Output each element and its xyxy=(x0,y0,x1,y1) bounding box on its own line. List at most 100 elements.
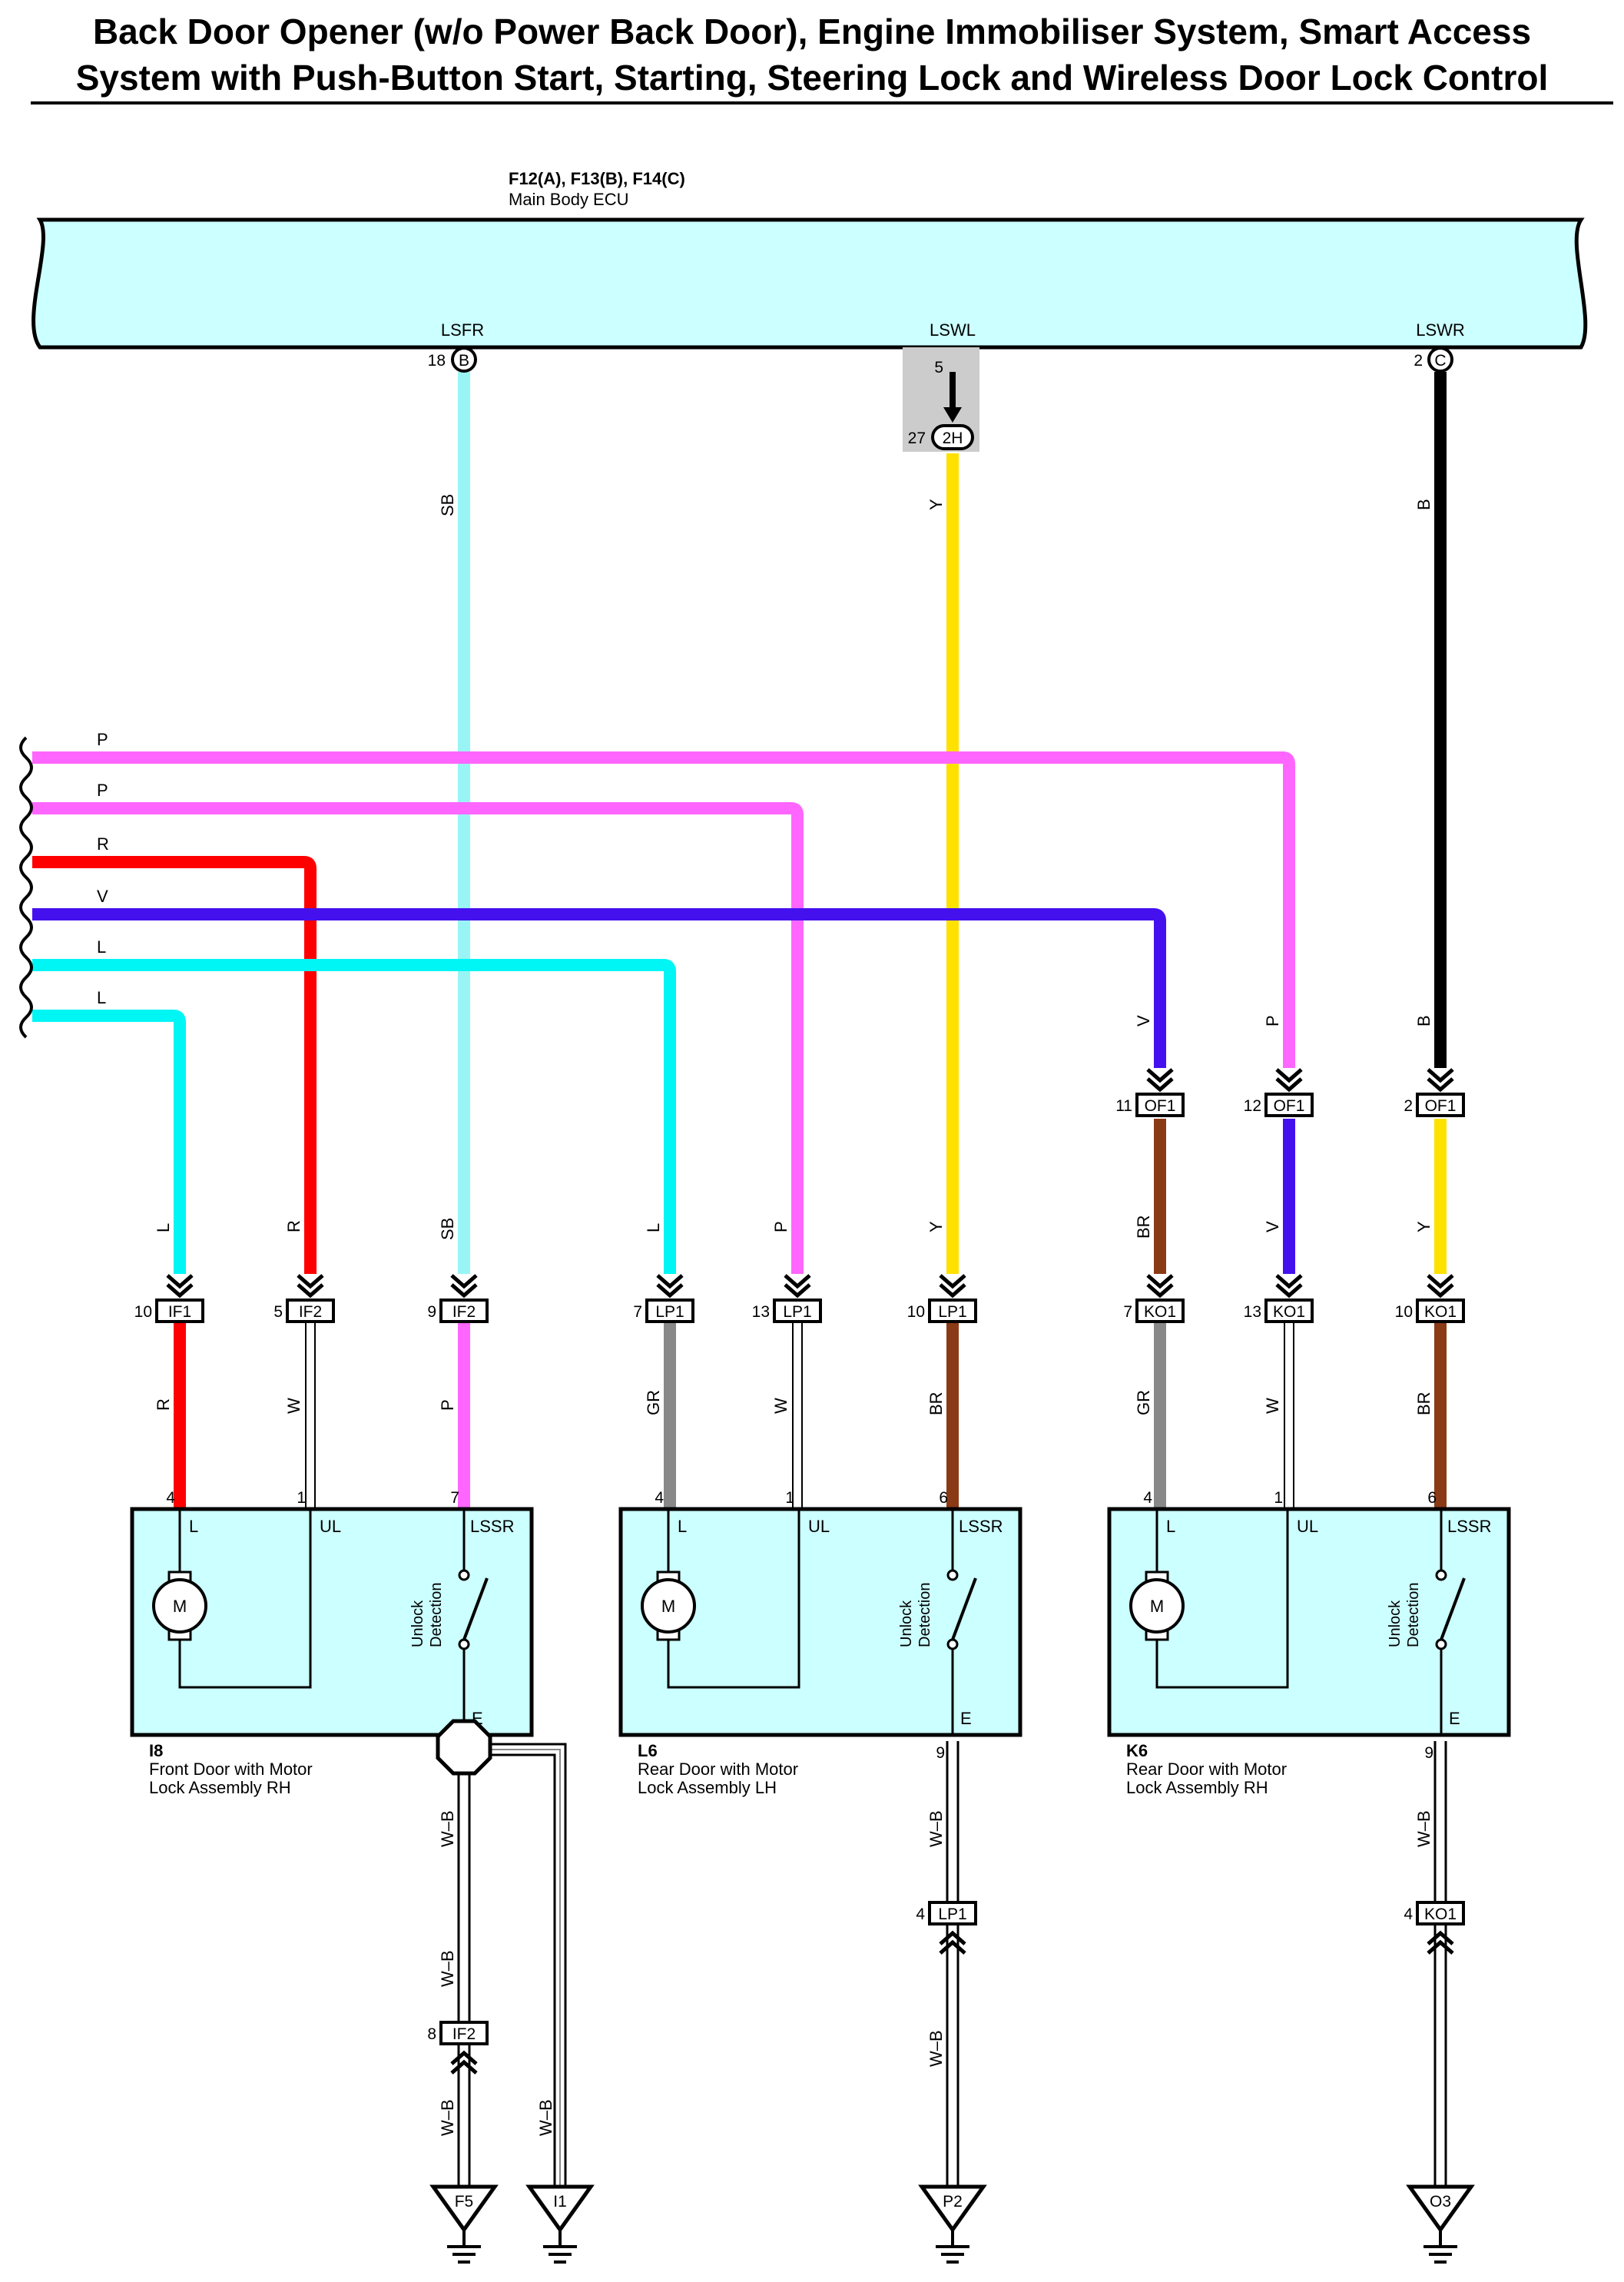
wire-l-upper xyxy=(32,959,676,1274)
svg-text:W–B: W–B xyxy=(438,1950,457,1987)
svg-text:P: P xyxy=(771,1221,790,1232)
svg-text:4: 4 xyxy=(166,1489,175,1507)
svg-text:B: B xyxy=(459,352,469,370)
svg-text:Detection: Detection xyxy=(1405,1583,1422,1648)
svg-text:Detection: Detection xyxy=(428,1583,445,1648)
svg-text:L: L xyxy=(1166,1517,1175,1536)
svg-text:W–B: W–B xyxy=(926,2030,946,2067)
svg-text:Lock Assembly RH: Lock Assembly RH xyxy=(1126,1778,1268,1797)
svg-text:IF2: IF2 xyxy=(452,1303,476,1321)
svg-text:Unlock: Unlock xyxy=(409,1600,426,1647)
svg-text:27: 27 xyxy=(908,430,926,447)
svg-text:Unlock: Unlock xyxy=(898,1600,915,1647)
assemblies: 417LULLSSREMUnlockDetection8I8Front Door… xyxy=(130,1489,1511,1797)
svg-text:LP1: LP1 xyxy=(938,1303,966,1321)
svg-text:8: 8 xyxy=(427,2025,436,2043)
svg-text:10: 10 xyxy=(134,1303,152,1321)
svg-text:L: L xyxy=(97,988,106,1007)
connector-lp1-5: LP1 10 xyxy=(907,1274,977,1323)
svg-text:W–B: W–B xyxy=(438,2099,457,2136)
svg-text:I8: I8 xyxy=(149,1741,163,1760)
svg-text:W–B: W–B xyxy=(926,1810,946,1847)
svg-text:L: L xyxy=(154,1223,173,1232)
svg-text:E: E xyxy=(1449,1709,1460,1728)
svg-text:SB: SB xyxy=(438,1218,457,1240)
svg-text:7: 7 xyxy=(1123,1303,1132,1321)
svg-text:R: R xyxy=(97,834,109,854)
svg-text:P: P xyxy=(97,781,108,800)
grounds: F5 I1 P2 O3 xyxy=(429,2184,1475,2264)
splice-point xyxy=(436,1719,492,1776)
svg-text:6: 6 xyxy=(1427,1489,1437,1507)
ground-f5-icon: F5 xyxy=(429,2184,499,2264)
svg-text:P: P xyxy=(1263,1015,1282,1027)
svg-text:Detection: Detection xyxy=(916,1583,933,1648)
svg-text:1: 1 xyxy=(297,1489,306,1507)
svg-text:W–B: W–B xyxy=(1414,1810,1433,1847)
ecu-pin-label-lswl: LSWL xyxy=(930,320,976,340)
svg-text:4: 4 xyxy=(1143,1489,1152,1507)
connector-if1-0: IF1 10 xyxy=(134,1274,204,1323)
white-wires xyxy=(305,1323,1294,1509)
svg-text:P: P xyxy=(97,730,108,749)
ground-i1-icon: I1 xyxy=(525,2184,595,2264)
svg-text:W–B: W–B xyxy=(536,2099,555,2136)
svg-text:L6: L6 xyxy=(638,1741,658,1760)
svg-text:L: L xyxy=(189,1517,198,1536)
svg-text:W: W xyxy=(284,1398,303,1414)
svg-text:P2: P2 xyxy=(943,2193,963,2211)
svg-text:LP1: LP1 xyxy=(655,1303,684,1321)
svg-text:F5: F5 xyxy=(455,2193,474,2211)
svg-text:IF1: IF1 xyxy=(168,1303,191,1321)
svg-text:12: 12 xyxy=(1244,1097,1261,1115)
svg-text:Lock Assembly LH: Lock Assembly LH xyxy=(638,1778,777,1797)
svg-text:13: 13 xyxy=(1244,1303,1261,1321)
svg-text:W–B: W–B xyxy=(438,1810,457,1847)
svg-text:9: 9 xyxy=(427,1303,436,1321)
wire-v xyxy=(32,908,1166,1068)
svg-text:C: C xyxy=(1434,352,1446,370)
assembly-i8: 417LULLSSREMUnlockDetection8I8Front Door… xyxy=(130,1489,534,1797)
svg-text:Y: Y xyxy=(926,499,946,510)
svg-text:O3: O3 xyxy=(1430,2193,1451,2211)
svg-text:L: L xyxy=(678,1517,687,1536)
ecu-body xyxy=(31,217,1588,350)
svg-text:5: 5 xyxy=(273,1303,283,1321)
ecu-connector-ref: F12(A), F13(B), F14(C) xyxy=(509,169,685,188)
svg-text:P: P xyxy=(438,1399,457,1411)
svg-text:LSSR: LSSR xyxy=(1447,1517,1491,1536)
svg-text:10: 10 xyxy=(907,1303,925,1321)
title-line-2: System with Push-Button Start, Starting,… xyxy=(75,58,1549,98)
svg-text:13: 13 xyxy=(752,1303,770,1321)
svg-text:V: V xyxy=(1134,1015,1153,1027)
svg-text:B: B xyxy=(1414,499,1433,510)
ecu-pins: B 18 C 2 5 2H 27 xyxy=(428,347,1453,450)
svg-text:B: B xyxy=(1414,1015,1433,1027)
bus-break-marks xyxy=(19,736,33,1039)
svg-text:7: 7 xyxy=(450,1489,459,1507)
svg-text:W: W xyxy=(1263,1398,1282,1414)
svg-text:UL: UL xyxy=(808,1517,830,1536)
ground-connector-if2: IF2 8 xyxy=(427,2021,489,2075)
svg-text:E: E xyxy=(960,1709,972,1728)
svg-text:SB: SB xyxy=(438,494,457,516)
svg-text:BR: BR xyxy=(1414,1391,1433,1415)
svg-text:KO1: KO1 xyxy=(1424,1906,1457,1923)
svg-text:I1: I1 xyxy=(553,2193,567,2211)
svg-text:L: L xyxy=(644,1223,663,1232)
svg-text:R: R xyxy=(284,1220,303,1232)
svg-text:IF2: IF2 xyxy=(452,2025,476,2043)
motor-icon: M xyxy=(173,1597,187,1616)
svg-text:BR: BR xyxy=(1134,1215,1153,1239)
ecu-pin-label-lswr: LSWR xyxy=(1416,320,1465,340)
